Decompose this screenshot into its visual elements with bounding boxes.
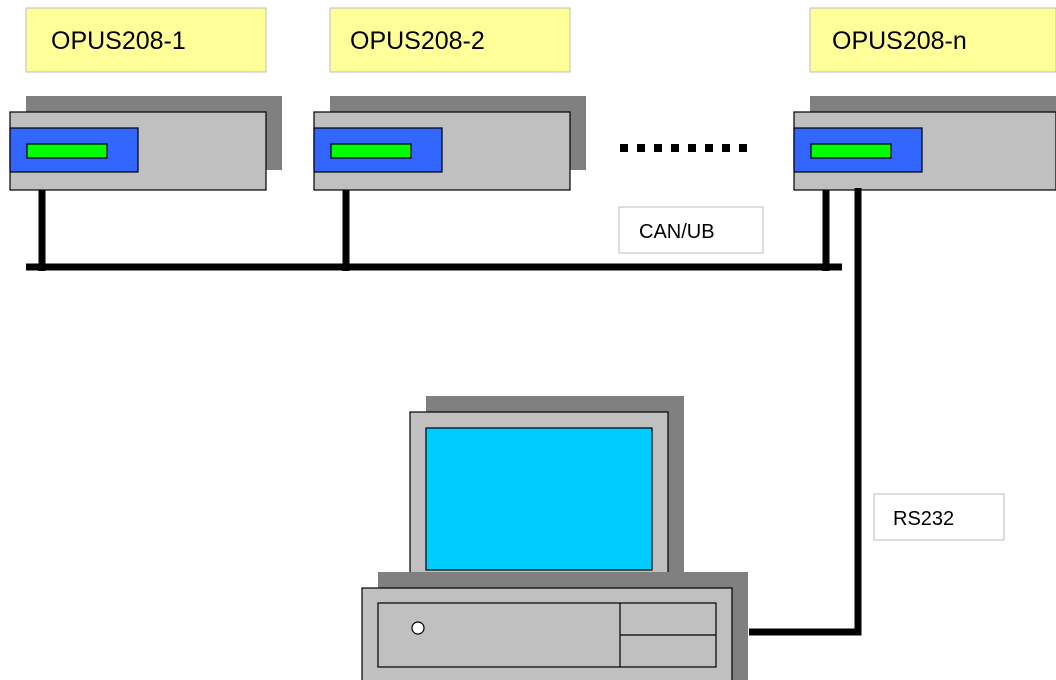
rs232-label-box: RS232 bbox=[873, 493, 1005, 541]
ellipsis-dots bbox=[620, 144, 747, 152]
pc-monitor bbox=[409, 396, 684, 591]
device-label-box-2: OPUS208-2 bbox=[329, 7, 571, 73]
can-bus-label-box: CAN/UB bbox=[618, 206, 764, 254]
device-label-2: OPUS208-2 bbox=[350, 27, 485, 55]
device-label-box-n: OPUS208-n bbox=[809, 7, 1056, 73]
device-label-box-1: OPUS208-1 bbox=[25, 7, 267, 73]
device-label-n: OPUS208-n bbox=[832, 27, 967, 55]
power-button-icon bbox=[411, 621, 425, 635]
can-bus bbox=[26, 190, 842, 271]
device-label-1: OPUS208-1 bbox=[51, 27, 186, 55]
pc-computer bbox=[361, 396, 748, 680]
pc-system-unit bbox=[361, 572, 748, 680]
device-opus208-1: OPUS208-1 bbox=[9, 7, 282, 191]
device-opus208-2: OPUS208-2 bbox=[313, 7, 586, 191]
rs232-label: RS232 bbox=[893, 508, 954, 530]
device-display bbox=[26, 143, 108, 159]
can-bus-label: CAN/UB bbox=[639, 221, 715, 243]
device-display bbox=[810, 143, 892, 159]
device-display bbox=[330, 143, 412, 159]
device-opus208-n: OPUS208-n bbox=[793, 7, 1056, 191]
rs232-cable bbox=[749, 188, 862, 636]
monitor-screen bbox=[425, 427, 653, 571]
